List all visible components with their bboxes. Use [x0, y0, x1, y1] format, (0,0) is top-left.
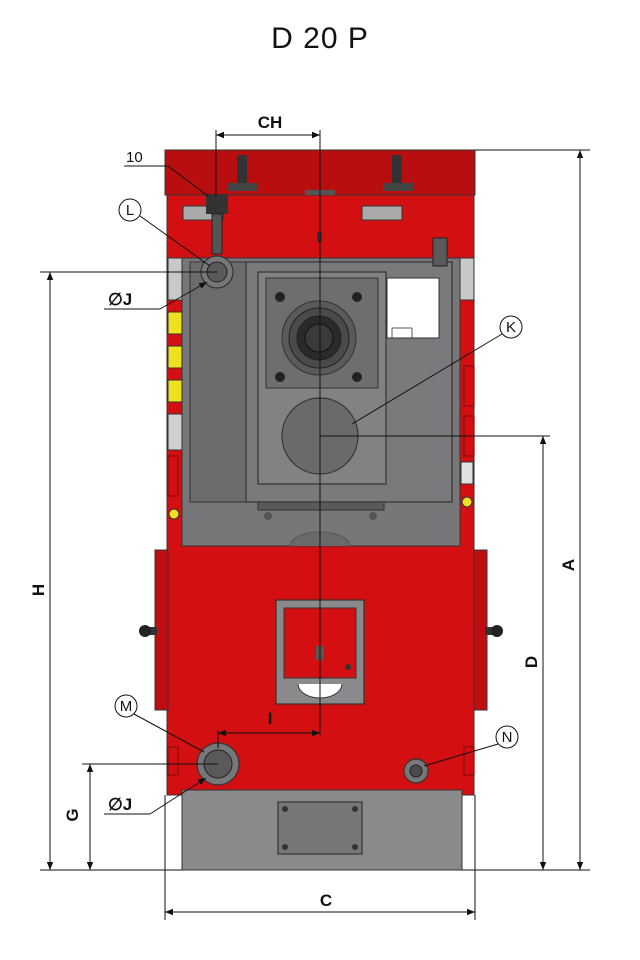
- drain-valve: [403, 758, 429, 784]
- dimension-g-label: G: [63, 808, 82, 821]
- dimension-j-top-label: ∅J: [108, 290, 132, 309]
- dimension-d-label: D: [522, 656, 541, 668]
- left-indicators: [167, 311, 183, 520]
- dimension-j-bottom-label: ∅J: [108, 795, 132, 814]
- callout-10: 10: [124, 149, 209, 197]
- flue-outlet: [281, 300, 357, 376]
- dimension-j-top: ∅J: [104, 281, 208, 310]
- dimension-h-label: H: [29, 584, 48, 596]
- dimension-i-label: I: [268, 709, 273, 728]
- callout-l-label: L: [126, 202, 134, 219]
- callout-m-label: M: [120, 698, 133, 715]
- callout-k: K: [351, 315, 523, 425]
- dimension-c-label: C: [320, 891, 332, 910]
- diagram-title: D 20 P: [271, 22, 369, 55]
- callout-m: M: [114, 694, 205, 753]
- rating-label: [386, 277, 440, 339]
- callout-n: N: [423, 725, 519, 767]
- dimension-g: G: [63, 763, 218, 870]
- boiler-base: [181, 789, 463, 871]
- dimension-ch-label: CH: [258, 113, 283, 132]
- dimension-ch: CH: [215, 113, 320, 196]
- dimension-j-bottom: ∅J: [104, 777, 207, 815]
- dimension-d: D: [320, 435, 550, 870]
- wing-nuts: [275, 292, 362, 382]
- dimension-c: C: [164, 795, 476, 920]
- dimension-a: A: [462, 149, 590, 871]
- dimension-h: H: [29, 271, 217, 871]
- right-knob: [485, 625, 503, 637]
- callout-l: L: [118, 198, 211, 267]
- dimension-i: I: [217, 709, 320, 748]
- dimension-a-label: A: [559, 559, 578, 571]
- callout-k-label: K: [506, 319, 516, 336]
- base-cover-plate: [277, 801, 363, 855]
- callout-10-label: 10: [126, 149, 143, 166]
- upper-chamber: [181, 237, 461, 547]
- callout-n-label: N: [502, 729, 513, 746]
- left-knob: [139, 625, 157, 637]
